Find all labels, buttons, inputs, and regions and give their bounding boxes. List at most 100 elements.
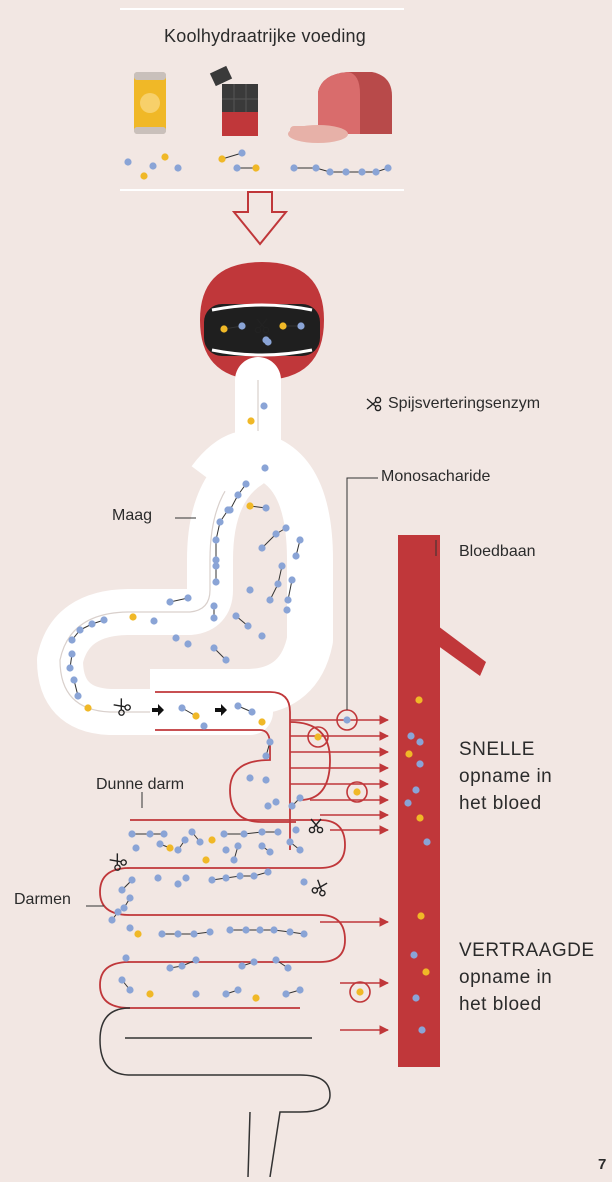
molecule-dot [416,760,423,767]
molecule-dot [114,908,121,915]
molecule-dot [166,964,173,971]
scissors-icon [312,879,329,896]
molecule-dot [262,776,269,783]
molecule-dot [220,830,227,837]
intestines-label: Darmen [14,891,71,909]
fast-uptake-line-2: opname in [459,763,552,790]
molecule-dot [210,644,217,651]
molecule-dot [200,722,207,729]
molecule-dot [224,506,231,513]
molecule-dot [88,620,95,627]
molecule-dot [412,994,419,1001]
delayed-uptake-line-3: het bloed [459,991,595,1018]
molecule-dot [166,598,173,605]
page-title: Koolhydraatrijke voeding [0,26,530,47]
molecule-dot [222,656,229,663]
molecule-dot [226,926,233,933]
molecule-dot [158,930,165,937]
molecule-dot [252,164,259,171]
molecule-dot [288,576,295,583]
molecule-dot [250,872,257,879]
molecule-dot [174,930,181,937]
delayed-uptake-line-1: VERTRAAGDE [459,937,595,964]
molecule-dot [258,842,265,849]
molecule-dot [246,586,253,593]
molecule-dot [146,990,153,997]
molecule-dot [234,986,241,993]
monosaccharide-label: Monosacharide [381,468,490,486]
molecule-dot [118,976,125,983]
molecule-dot [84,704,91,711]
delayed-uptake-text: VERTRAAGDE opname in het bloed [459,937,595,1018]
molecule-dot [238,322,245,329]
molecule-dot [410,951,417,958]
molecule-dot [248,708,255,715]
molecule-dot [300,878,307,885]
molecule-dot [174,846,181,853]
enzyme-label: Spijsverteringsenzym [388,395,540,413]
molecule-dot [184,594,191,601]
molecule-dot [206,928,213,935]
molecule-dot [240,830,247,837]
molecule-dot [166,844,173,851]
molecule-dot [208,876,215,883]
small-intestine-label: Dunne darm [96,776,184,794]
molecule-dot [122,954,129,961]
fast-uptake-line-3: het bloed [459,790,552,817]
molecule-dot [242,926,249,933]
delayed-uptake-line-2: opname in [459,964,595,991]
molecule-dot [416,738,423,745]
molecule-dot [174,880,181,887]
molecule-dot [192,712,199,719]
molecule-dot [210,602,217,609]
molecule-dot [74,692,81,699]
molecule-dot [262,504,269,511]
molecule-dot [210,614,217,621]
molecule-dot [234,842,241,849]
molecule-dot [212,578,219,585]
molecule-dot [404,799,411,806]
molecule-dot [300,930,307,937]
molecule-dot [150,617,157,624]
molecule-dot [284,596,291,603]
molecule-dot [172,634,179,641]
molecule-dot [238,149,245,156]
molecule-dot [234,702,241,709]
molecule-dot [132,844,139,851]
molecule-dot [264,868,271,875]
scissors-icon [367,397,381,410]
molecule-dot [296,846,303,853]
molecule-dot [418,1026,425,1033]
molecule-dot [283,606,290,613]
molecule-dot [258,544,265,551]
molecule-dot [286,838,293,845]
molecule-dot [274,828,281,835]
molecule-dot [272,798,279,805]
molecule-dot [76,626,83,633]
page-number: 7 [598,1156,606,1173]
molecule-dot [140,172,147,179]
molecule-dot [108,916,115,923]
molecule-dot [326,168,333,175]
molecule-dot [66,664,73,671]
molecule-dot [292,552,299,559]
molecule-dot [196,838,203,845]
molecule-dot [246,774,253,781]
molecule-dot [100,616,107,623]
molecule-dot [236,872,243,879]
molecule-dot [178,704,185,711]
molecule-dot [264,802,271,809]
molecule-dot [118,886,125,893]
molecule-dot [256,926,263,933]
molecule-dot [417,912,424,919]
molecule-dot [232,612,239,619]
molecule-dot [258,718,265,725]
molecule-dot [412,786,419,793]
molecule-dot [356,988,363,995]
molecule-dot [222,846,229,853]
molecule-dot [156,840,163,847]
molecule-dot [266,848,273,855]
scissors-icon [309,819,322,833]
molecule-dot [190,930,197,937]
